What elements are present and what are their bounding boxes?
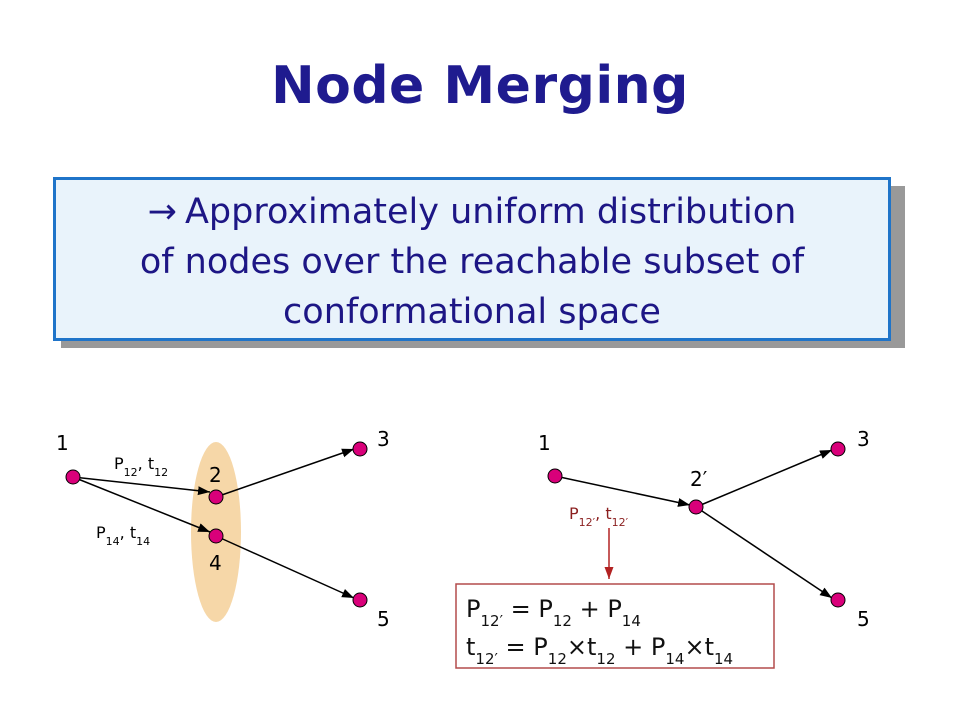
right-node-5 — [830, 592, 846, 608]
right-arrow-icon: → — [147, 192, 177, 232]
formula-line-2-a2: t — [587, 633, 596, 661]
merged-edge-label-p-subscript: 12′ — [579, 516, 596, 529]
left-node-1 — [65, 469, 81, 485]
edge-label-t14-subscript: 14 — [136, 535, 150, 548]
formula-line-2-b1: P — [651, 633, 665, 661]
edge-1-2prime — [554, 475, 691, 507]
merged-edge-label: P12′, t12′ — [569, 504, 629, 529]
formula-line-2-times-1: × — [567, 633, 587, 661]
left-node-label-2: 2 — [209, 463, 222, 487]
left-node-label-4: 4 — [209, 551, 222, 575]
formula-line-2-a1-subscript: 12 — [548, 650, 567, 668]
formula-line-1-a: P — [538, 595, 552, 623]
formula-line-1-plus: + — [572, 595, 607, 623]
edge-label-t12-subscript: 12 — [154, 466, 168, 479]
edge-1-4 — [72, 476, 211, 533]
right-node-label-5: 5 — [857, 607, 870, 631]
edge-4-5 — [215, 535, 355, 599]
left-node-label-1: 1 — [56, 431, 69, 455]
formula-line-2-times-2: × — [684, 633, 704, 661]
page-title: Node Merging — [271, 56, 689, 116]
formula-line-2: t12′ = P12×t12 + P14×t14 — [466, 633, 733, 668]
formula-line-2-plus: + — [616, 633, 651, 661]
formula-line-1-b-subscript: 14 — [622, 612, 641, 630]
formula-line-2-lhs: t — [466, 633, 475, 661]
merged-edge-label-t-subscript: 12′ — [612, 516, 629, 529]
edge-label-p14: P — [96, 523, 106, 542]
edge-2prime-3 — [695, 449, 833, 508]
formula-line-1: P12′ = P12 + P14 — [466, 595, 641, 630]
edge-2prime-5 — [695, 506, 833, 599]
formula-line-2-lhs-subscript: 12′ — [475, 650, 498, 668]
formula-line-2-b2: t — [705, 633, 714, 661]
right-node-2prime — [688, 499, 704, 515]
left-node-label-5: 5 — [377, 607, 390, 631]
callout-line-1: →Approximately uniform distribution — [56, 187, 888, 237]
formula-line-1-b: P — [607, 595, 621, 623]
callout-line-2: of nodes over the reachable subset of — [139, 242, 805, 282]
formula-line-2-b1-subscript: 14 — [665, 650, 684, 668]
formula-line-1-a-subscript: 12 — [553, 612, 572, 630]
edge-label-p12-t12: P12, t12 — [114, 454, 168, 479]
right-node-1 — [547, 468, 563, 484]
edge-label-t12: t — [148, 454, 154, 473]
edge-2-3 — [215, 448, 355, 498]
formula-line-2-b2-subscript: 14 — [714, 650, 733, 668]
formula-line-1-equals: = — [503, 595, 538, 623]
edge-label-p12: P — [114, 454, 124, 473]
formula-line-2-a2-subscript: 12 — [596, 650, 615, 668]
right-node-label-2prime: 2′ — [690, 467, 708, 491]
formula-line-1-lhs: P — [466, 595, 480, 623]
left-node-4 — [208, 528, 224, 544]
right-node-label-1: 1 — [538, 431, 551, 455]
right-node-label-3: 3 — [857, 427, 870, 451]
edge-label-p12-separator: , — [138, 454, 148, 473]
merge-formula-box — [455, 583, 775, 669]
formula-line-1-lhs-subscript: 12′ — [480, 612, 503, 630]
merged-edge-label-separator: , — [595, 504, 605, 523]
left-node-2 — [208, 489, 224, 505]
merged-edge-label-t: t — [605, 504, 611, 523]
edge-label-p14-subscript: 14 — [106, 535, 120, 548]
callout-line-1-text: Approximately uniform distribution — [184, 192, 797, 232]
edge-label-p14-separator: , — [120, 523, 130, 542]
edge-1-2 — [72, 476, 211, 496]
edge-label-p14-t14: P14, t14 — [96, 523, 150, 548]
formula-line-2-a1: P — [533, 633, 547, 661]
left-node-label-3: 3 — [377, 427, 390, 451]
merged-edge-label-p: P — [569, 504, 579, 523]
left-node-3 — [352, 441, 368, 457]
right-node-3 — [830, 441, 846, 457]
edge-label-t14: t — [130, 523, 136, 542]
formula-line-2-equals: = — [498, 633, 533, 661]
callout-line-3: conformational space — [283, 292, 661, 332]
edge-label-p12-subscript: 12 — [124, 466, 138, 479]
summary-callout: →Approximately uniform distribution of n… — [53, 177, 891, 341]
left-node-5 — [352, 592, 368, 608]
